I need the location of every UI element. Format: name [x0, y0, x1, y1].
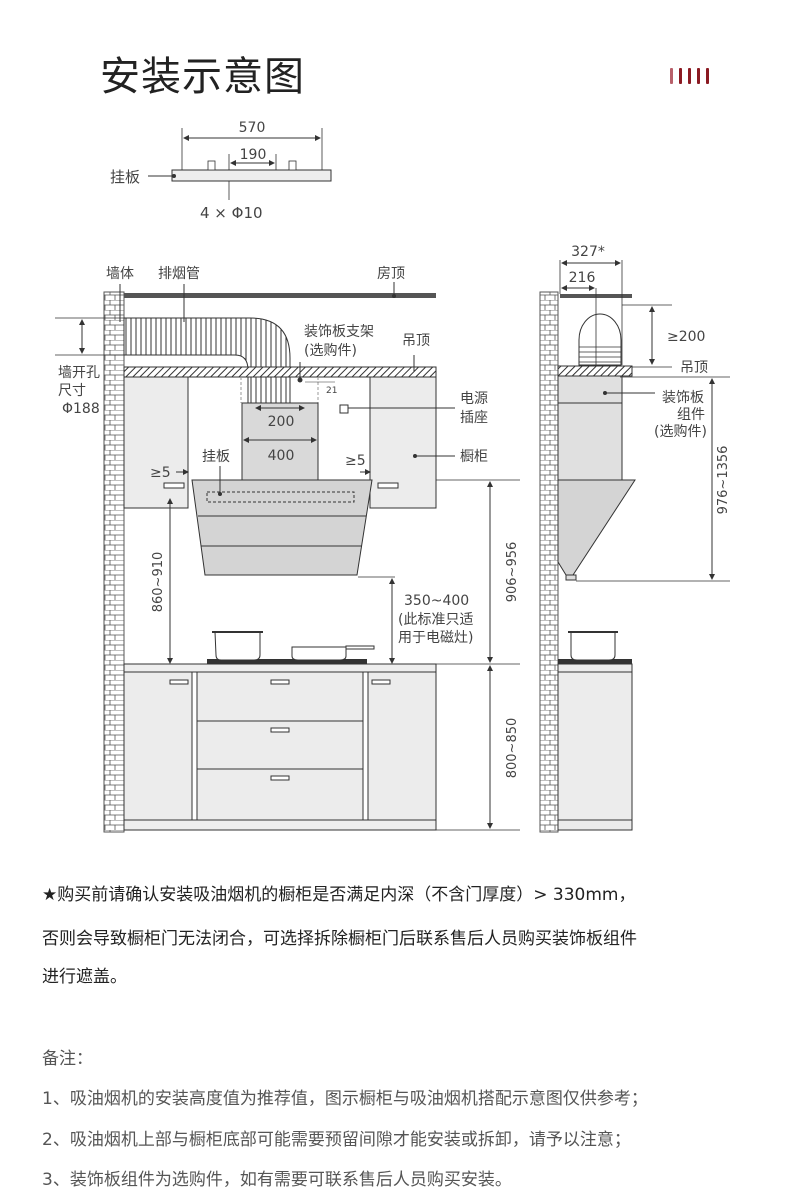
installation-diagram: 570 190 挂板 4 × Φ10 [55, 120, 731, 833]
dim-21: 21 [326, 386, 337, 396]
duct-label: 排烟管 [158, 266, 200, 282]
notice-line-1: ★购买前请确认安装吸油烟机的橱柜是否满足内深（不含门厚度）> 330mm， [42, 885, 636, 905]
panel-label-1: 装饰板 [662, 390, 704, 406]
hole-label-3: Φ188 [62, 401, 100, 417]
dim-216: 216 [569, 270, 596, 286]
front-view: 200 400 21 装饰板支架 (选购件) 电源 插座 橱柜 吊顶 房顶 墙体… [55, 266, 520, 833]
remark-item-2: 2、吸油烟机上部与橱柜底部可能需要预留间隙才能安装或拆卸，请予以注意； [42, 1130, 631, 1150]
holes-label: 4 × Φ10 [200, 204, 263, 222]
panel-label-3: (选购件) [654, 424, 707, 440]
bracket-note: (选购件) [304, 343, 357, 359]
dim-190: 190 [240, 147, 267, 163]
side-view: 327* 216 ≥200 吊顶 装饰板 组件 (选购件) 976~1356 [539, 244, 731, 833]
remark-item-3: 3、装饰板组件为选购件，如有需要可联系售后人员购买安装。 [42, 1170, 512, 1190]
hanging-board-label: 挂板 [110, 168, 140, 186]
dim-906-956: 906~956 [505, 542, 520, 603]
hole-label-1: 墙开孔 [58, 365, 100, 381]
socket-label-2: 插座 [460, 410, 488, 426]
remark-item-1: 1、吸油烟机的安装高度值为推荐值，图示橱柜与吸油烟机搭配示意图仅供参考； [42, 1089, 648, 1109]
dim-800-850: 800~850 [505, 718, 520, 779]
ceiling-label: 吊顶 [402, 333, 430, 349]
dim-327: 327* [571, 244, 605, 260]
gap-right: ≥5 [345, 453, 366, 469]
decorative-bars [670, 68, 709, 84]
page-title: 安装示意图 [100, 54, 305, 100]
dim-200-min: ≥200 [667, 329, 705, 345]
dim-570: 570 [239, 120, 266, 136]
dim-350-note-1: (此标准只适 [398, 612, 473, 628]
notice-line-2: 否则会导致橱柜门无法闭合，可选择拆除橱柜门后联系售后人员购买装饰板组件 [42, 929, 637, 949]
hanging-board-detail: 570 190 挂板 4 × Φ10 [110, 120, 332, 222]
dim-350-note-2: 用于电磁灶) [398, 630, 473, 646]
notice-line-3: 进行遮盖。 [42, 967, 127, 987]
hole-label-2: 尺寸 [58, 383, 86, 399]
bracket-label: 装饰板支架 [304, 324, 374, 340]
socket-label: 电源 [460, 391, 488, 407]
board-label: 挂板 [202, 449, 230, 465]
dim-350-400: 350~400 [404, 593, 469, 609]
panel-label-2: 组件 [677, 407, 705, 423]
dim-976-1356: 976~1356 [716, 446, 731, 515]
dim-200: 200 [268, 414, 295, 430]
remarks-heading: 备注： [42, 1049, 93, 1069]
roof-label: 房顶 [377, 266, 405, 282]
dim-400: 400 [268, 448, 295, 464]
side-ceiling-label: 吊顶 [680, 360, 708, 376]
dim-860-910: 860~910 [151, 552, 166, 613]
gap-left: ≥5 [150, 465, 171, 481]
wall-label: 墙体 [106, 266, 134, 282]
cabinet-label: 橱柜 [460, 449, 488, 465]
